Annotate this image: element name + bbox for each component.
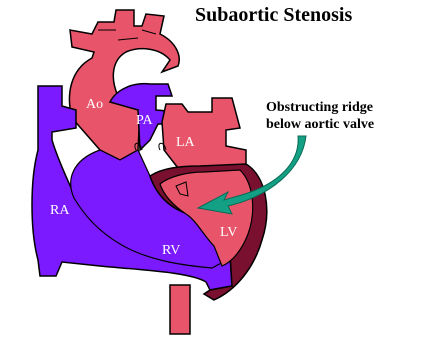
label-pa: PA [136, 113, 154, 128]
label-lv: LV [220, 225, 237, 240]
label-rv: RV [162, 243, 180, 258]
descending-aorta [170, 285, 190, 334]
left-atrium [162, 98, 246, 170]
label-ra: RA [50, 203, 70, 218]
label-la: LA [176, 135, 196, 150]
label-ao: Ao [86, 97, 103, 112]
